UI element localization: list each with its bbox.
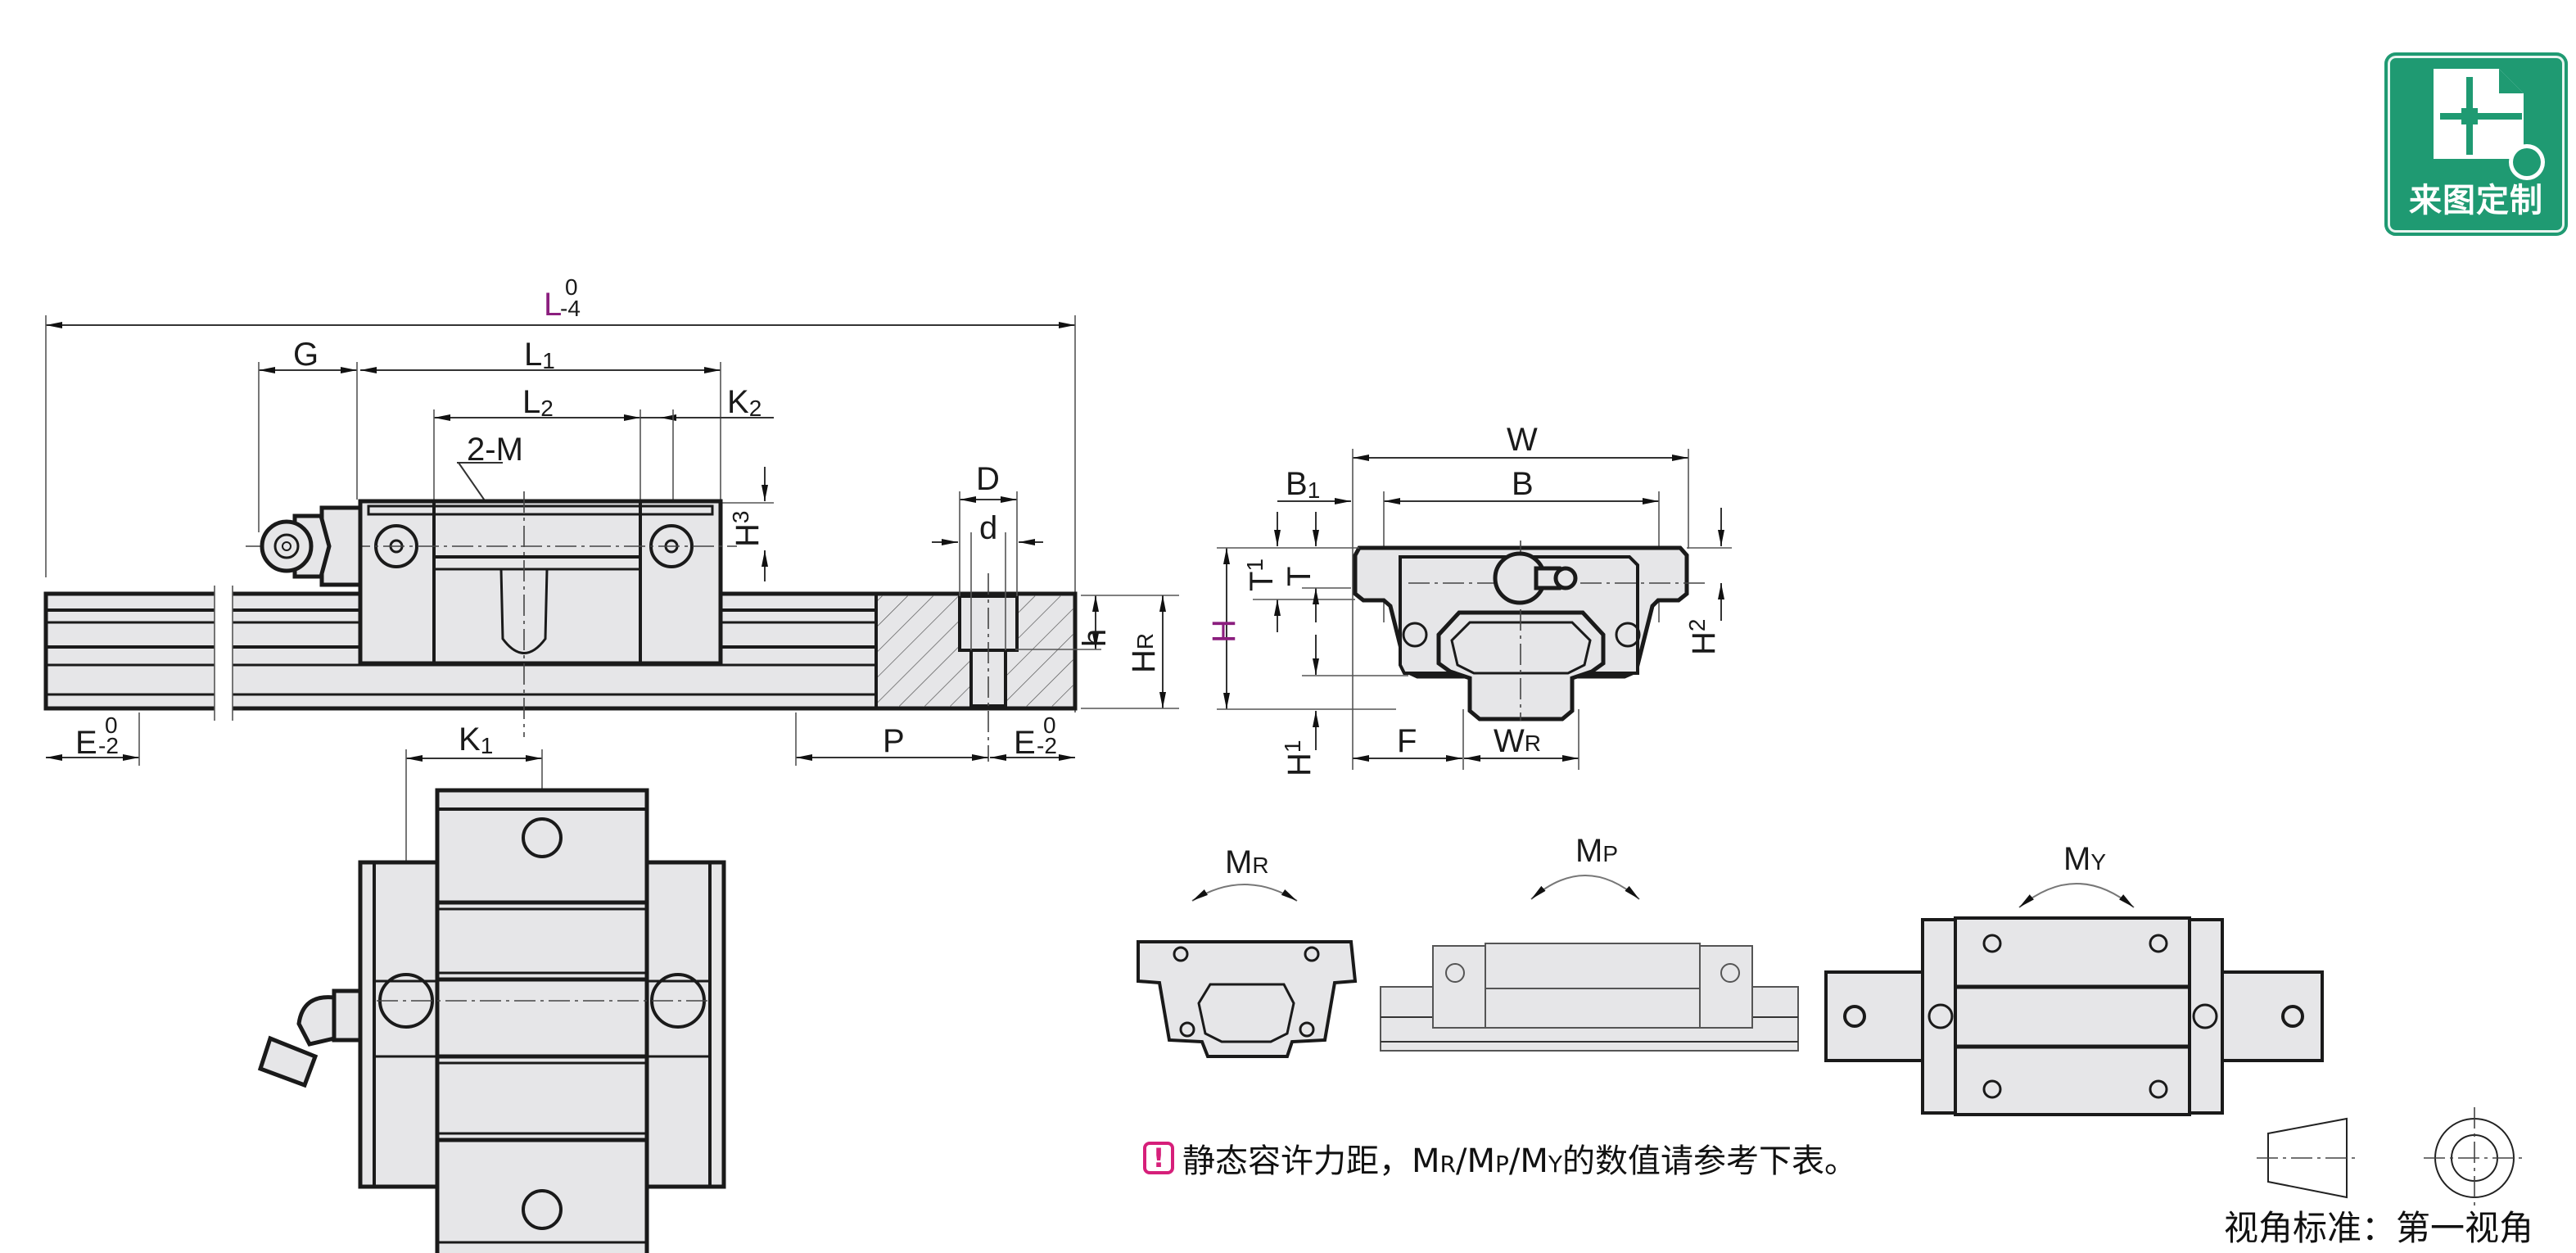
top-view: K1 <box>257 721 726 1253</box>
custom-drawing-badge[interactable]: 来图定制 <box>2384 52 2568 236</box>
rotation-arrow-icon <box>1191 884 1298 902</box>
dim-H2-label: H2 <box>1684 619 1722 655</box>
dim-B-label: B <box>1512 466 1534 502</box>
rail-end-profile <box>1436 610 1606 721</box>
dim-D-label: D <box>976 461 1000 497</box>
end-view: W B B1 H T1 T H1 <box>1206 422 1732 776</box>
block-top <box>435 788 649 1253</box>
dim-T-label: T <box>1281 567 1317 586</box>
note-text: 静态容许力距，MR/MP/MY的数值请参考下表。 <box>1182 1142 1857 1180</box>
dim-d-label: d <box>979 510 997 546</box>
custom-drawing-icon <box>2434 69 2545 180</box>
dim-K2-label: K2 <box>727 384 762 421</box>
angled-grease-nipple-icon <box>257 988 363 1088</box>
dim-HR-label: HR <box>1126 633 1162 673</box>
first-angle-projection-symbol <box>2257 1107 2525 1209</box>
svg-text:-4: -4 <box>560 296 581 321</box>
badge-label: 来图定制 <box>2409 182 2543 219</box>
moment-MR: MR <box>1137 844 1358 1058</box>
moment-MP: MP <box>1380 833 1799 1052</box>
projection-standard-label: 视角标准：第一视角 <box>2224 1208 2534 1248</box>
front-view: L 0 -4 G L1 L2 K2 2-M H3 <box>43 274 1179 766</box>
rotation-arrow-icon <box>2018 883 2135 908</box>
dim-T1-label: T1 <box>1242 559 1280 591</box>
dim-L1-label: L1 <box>524 337 555 373</box>
svg-text:-2: -2 <box>98 733 119 758</box>
dim-W-label: W <box>1507 422 1538 458</box>
warning-icon: ! <box>1143 1142 1174 1174</box>
dim-F-label: F <box>1397 723 1417 759</box>
dim-H3-label: H3 <box>728 511 766 547</box>
dim-H1-label: H1 <box>1280 740 1317 776</box>
grease-nipple-icon <box>260 505 363 587</box>
mounting-hole-icon <box>522 817 563 858</box>
mounting-hole-icon <box>522 1189 563 1230</box>
dim-K1-label: K1 <box>459 721 493 758</box>
dim-WR-label: WR <box>1494 723 1541 759</box>
rotation-arrow-icon <box>1530 875 1640 900</box>
dim-H-label: H <box>1206 619 1242 643</box>
svg-text:0: 0 <box>1043 712 1056 738</box>
dim-G-label: G <box>293 337 319 373</box>
moment-MY: MY <box>1824 841 2324 1116</box>
moment-note: ! 静态容许力距，MR/MP/MY的数值请参考下表。 <box>1143 1134 1857 1182</box>
dim-B1-label: B1 <box>1286 466 1320 503</box>
dim-E-right-label: E <box>1014 725 1036 761</box>
dim-L-label: L <box>544 287 562 323</box>
dim-E-left-label: E <box>75 725 97 761</box>
dim-P-label: P <box>883 723 905 759</box>
dim-L2-label: L2 <box>522 384 554 421</box>
svg-text:0: 0 <box>105 712 118 738</box>
svg-text:0: 0 <box>565 274 578 300</box>
moment-MR-label: MR <box>1225 844 1269 880</box>
side-screw-icon <box>1615 622 1641 648</box>
side-screw-icon <box>1402 622 1428 648</box>
svg-text:-2: -2 <box>1037 733 1057 758</box>
dim-M-label: 2-M <box>467 432 523 468</box>
dim-h-label: h <box>1077 629 1113 647</box>
moment-MP-label: MP <box>1575 833 1618 869</box>
moment-MY-label: MY <box>2063 841 2106 877</box>
